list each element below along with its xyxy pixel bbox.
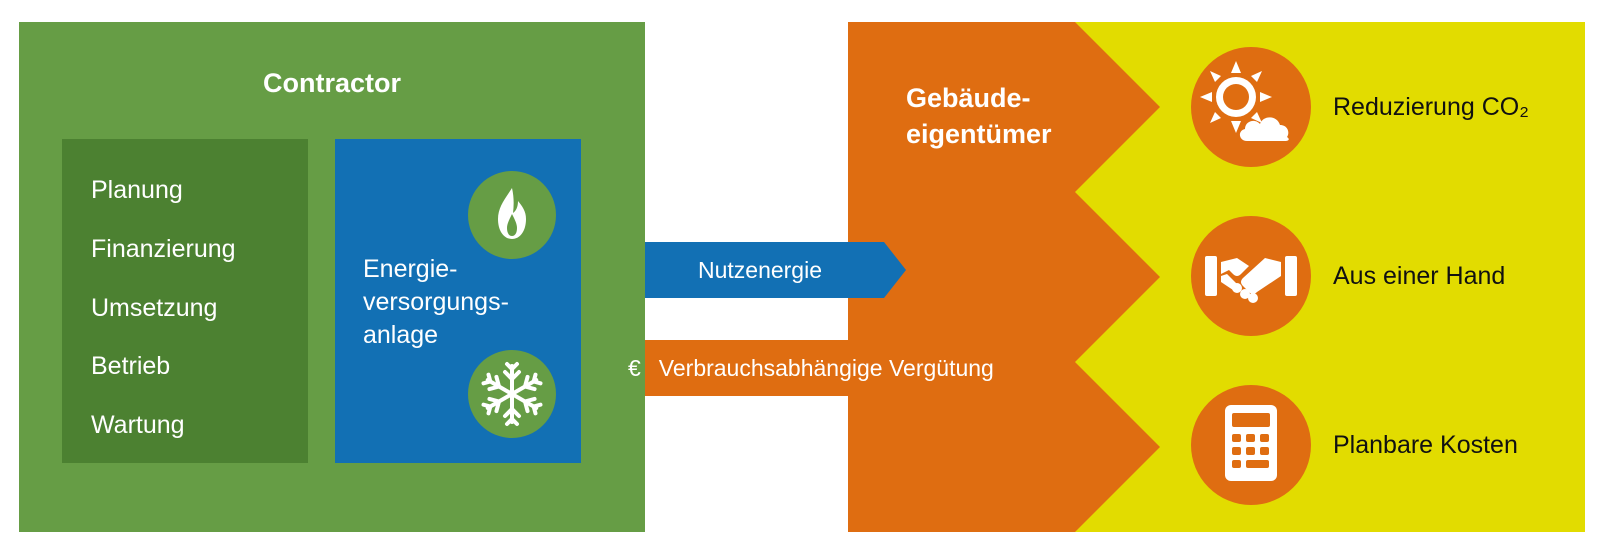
sun-cloud-icon [1191, 47, 1311, 167]
service-item-wartung: Wartung [91, 411, 185, 439]
services-box [62, 139, 308, 463]
energy-plant-label-line: versorgungs- [363, 288, 509, 316]
energy-plant-label-line: Energie- [363, 255, 458, 283]
service-item-betrieb: Betrieb [91, 352, 171, 380]
benefit-label-co2: Reduzierung CO₂ [1333, 93, 1529, 121]
payment-flow-text: Verbrauchsabhängige Vergütung [658, 355, 994, 381]
service-item-planung: Planung [91, 176, 183, 204]
owner-title-line: Gebäude- [906, 83, 1031, 113]
energy-plant-label-line: anlage [363, 321, 439, 349]
handshake-icon [1191, 216, 1311, 336]
owner-title: Gebäude- eigentümer [906, 80, 1052, 152]
payment-flow-label: € Verbrauchsabhängige Vergütung [628, 353, 1088, 383]
contractor-title: Contractor [262, 68, 401, 98]
energy-flow-arrow [580, 242, 906, 298]
energy-plant-label: Energie- versorgungs- anlage [363, 253, 583, 352]
service-item-finanzierung: Finanzierung [91, 235, 236, 263]
euro-symbol: € [628, 355, 641, 381]
payment-flow-arrow [600, 340, 1075, 396]
snowflake-icon [468, 350, 556, 438]
owner-title-line: eigentümer [906, 119, 1052, 149]
service-item-umsetzung: Umsetzung [91, 294, 218, 322]
calculator-icon [1191, 385, 1311, 505]
flame-icon [468, 171, 556, 259]
benefit-label-one-hand: Aus einer Hand [1333, 262, 1506, 290]
benefit-label-costs: Planbare Kosten [1333, 431, 1518, 459]
owner-panel [848, 22, 1160, 532]
energy-flow-label: Nutzenergie [697, 257, 823, 283]
